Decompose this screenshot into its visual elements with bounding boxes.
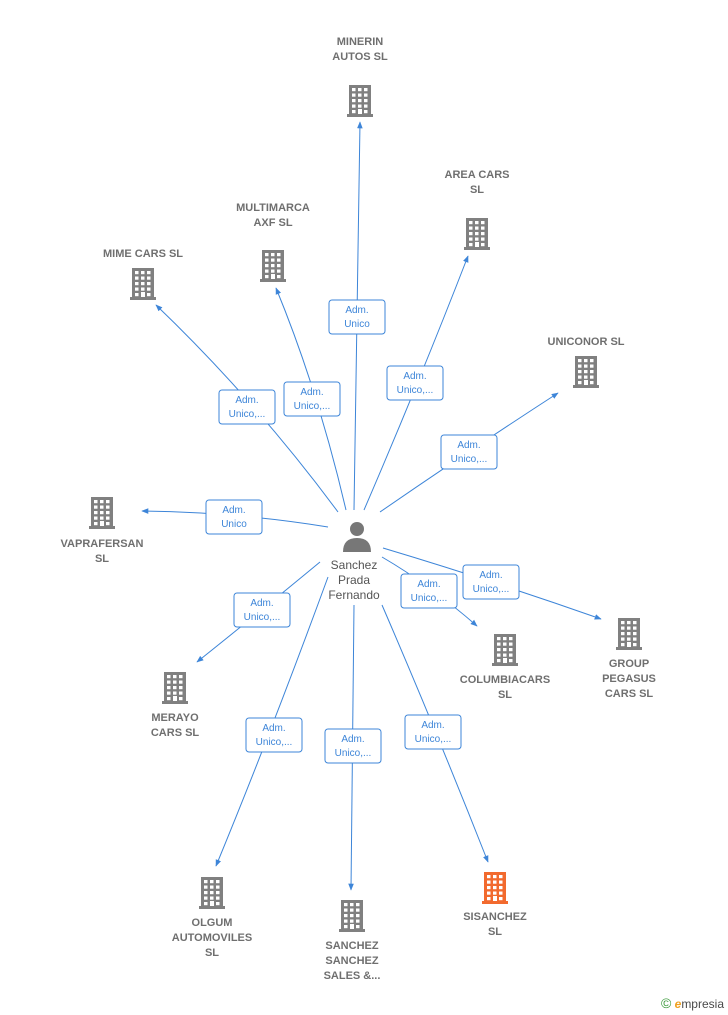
company-name-line: SANCHEZ — [325, 940, 378, 952]
edge-label-text: Adm. — [403, 371, 426, 382]
company-name-line: AXF SL — [253, 217, 292, 229]
company-name-line: SANCHEZ — [325, 955, 378, 967]
edge-label-merayo: Adm. Unico,... — [233, 592, 291, 628]
edge-label-text: Adm. — [421, 720, 444, 731]
company-name-line: MULTIMARCA — [236, 202, 310, 214]
person-name-line: Sanchez — [331, 558, 378, 572]
edge-label-text: Unico,... — [294, 401, 331, 412]
building-icon — [89, 497, 115, 529]
edge-label-text: Adm. — [479, 570, 502, 581]
company-node-area[interactable]: AREA CARS SL — [445, 169, 510, 250]
edge-label-text: Adm. — [300, 387, 323, 398]
company-name-line: SL — [470, 184, 484, 196]
person-name-line: Fernando — [328, 588, 380, 602]
edge-label-mime: Adm. Unico,... — [218, 389, 276, 425]
edge-label-text: Adm. — [235, 395, 258, 406]
edge-label-text: Unico,... — [451, 454, 488, 465]
edge-label-columbia: Adm. Unico,... — [400, 573, 458, 609]
company-name-line: AUTOMOVILES — [172, 932, 252, 944]
edge-label-text: Adm. — [457, 440, 480, 451]
edge-label-group: Adm. Unico,... — [462, 564, 520, 600]
company-name-line: SISANCHEZ — [463, 911, 527, 923]
edge-label-multimarca: Adm. Unico,... — [283, 381, 341, 417]
company-node-olgum[interactable]: OLGUM AUTOMOVILES SL — [172, 877, 252, 959]
company-name-line: MINERIN — [337, 36, 384, 48]
company-node-sisanchez[interactable]: SISANCHEZ SL — [463, 872, 527, 938]
edge-label-text: Unico,... — [415, 734, 452, 745]
building-icon — [339, 900, 365, 932]
company-name-line: CARS SL — [605, 688, 654, 700]
building-icon — [347, 85, 373, 117]
edge-label-text: Unico,... — [256, 737, 293, 748]
building-icon — [130, 268, 156, 300]
company-name-line: MERAYO — [151, 712, 199, 724]
edge-label-text: Unico,... — [229, 409, 266, 420]
edge-label-text: Unico — [344, 319, 370, 330]
edge-label-text: Unico,... — [335, 748, 372, 759]
brand-initial: e — [674, 997, 682, 1011]
company-node-vaprafersan[interactable]: VAPRAFERSAN SL — [61, 497, 144, 565]
edge-label-sisanchez: Adm. Unico,... — [404, 714, 462, 750]
company-name-line: COLUMBIACARS — [460, 674, 550, 686]
person-icon — [343, 522, 371, 552]
company-name-line: SL — [95, 553, 109, 565]
edge-label-text: Adm. — [345, 305, 368, 316]
building-icon — [464, 218, 490, 250]
edge-label-text: Adm. — [250, 598, 273, 609]
company-name-line: AUTOS SL — [332, 51, 388, 63]
company-node-minerin[interactable]: MINERIN AUTOS SL — [332, 36, 388, 117]
building-icon — [260, 250, 286, 282]
company-name-line: OLGUM — [192, 917, 233, 929]
edge-label-sanchez: Adm. Unico,... — [324, 728, 382, 764]
edge-label-text: Unico — [221, 519, 247, 530]
edge-labels-layer: Adm.UnicoAdm.Unico,...Adm.Unico,...Adm.U… — [205, 299, 520, 764]
building-icon — [482, 872, 508, 904]
edge-label-uniconor: Adm. Unico,... — [440, 434, 498, 470]
company-node-uniconor[interactable]: UNICONOR SL — [548, 336, 625, 388]
company-name-line: PEGASUS — [602, 673, 656, 685]
edge-label-vaprafersan: Adm. Unico — [205, 499, 263, 535]
building-icon — [616, 618, 642, 650]
nodes-layer: MINERIN AUTOS SL AREA CARS SL MULTIMARCA AXF … — [61, 36, 656, 982]
building-icon — [162, 672, 188, 704]
company-name-line: SALES &... — [324, 970, 381, 982]
company-name-line: MIME CARS SL — [103, 248, 183, 260]
building-icon — [199, 877, 225, 909]
company-name-line: AREA CARS — [445, 169, 510, 181]
building-icon — [573, 356, 599, 388]
edge-label-text: Adm. — [417, 579, 440, 590]
company-name-line: SL — [205, 947, 219, 959]
company-name-line: CARS SL — [151, 727, 200, 739]
edge-label-text: Adm. — [262, 723, 285, 734]
company-name-line: UNICONOR SL — [548, 336, 625, 348]
brand-name: mpresia — [681, 997, 724, 1011]
edge-label-text: Adm. — [222, 505, 245, 516]
person-name-line: Prada — [338, 573, 370, 587]
edge-label-area: Adm. Unico,... — [386, 365, 444, 401]
edge-label-text: Adm. — [341, 734, 364, 745]
edge-label-text: Unico,... — [397, 385, 434, 396]
building-icon — [492, 634, 518, 666]
brand-watermark: © empresia — [661, 995, 724, 1011]
company-node-group[interactable]: GROUP PEGASUS CARS SL — [602, 618, 656, 700]
company-name-line: VAPRAFERSAN — [61, 538, 144, 550]
edge-label-minerin: Adm. Unico — [328, 299, 386, 335]
edge-label-text: Unico,... — [411, 593, 448, 604]
company-node-sanchez[interactable]: SANCHEZ SANCHEZ SALES &... — [324, 900, 381, 982]
edge-label-text: Unico,... — [244, 612, 281, 623]
company-node-columbia[interactable]: COLUMBIACARS SL — [460, 634, 550, 701]
company-name-line: SL — [498, 689, 512, 701]
copyright-symbol: © — [660, 995, 672, 1011]
company-name-line: GROUP — [609, 658, 649, 670]
company-node-multimarca[interactable]: MULTIMARCA AXF SL — [236, 202, 310, 282]
edge-label-olgum: Adm. Unico,... — [245, 717, 303, 753]
company-node-mime[interactable]: MIME CARS SL — [103, 248, 183, 300]
edge-label-text: Unico,... — [473, 584, 510, 595]
company-node-merayo[interactable]: MERAYO CARS SL — [151, 672, 200, 739]
company-name-line: SL — [488, 926, 502, 938]
